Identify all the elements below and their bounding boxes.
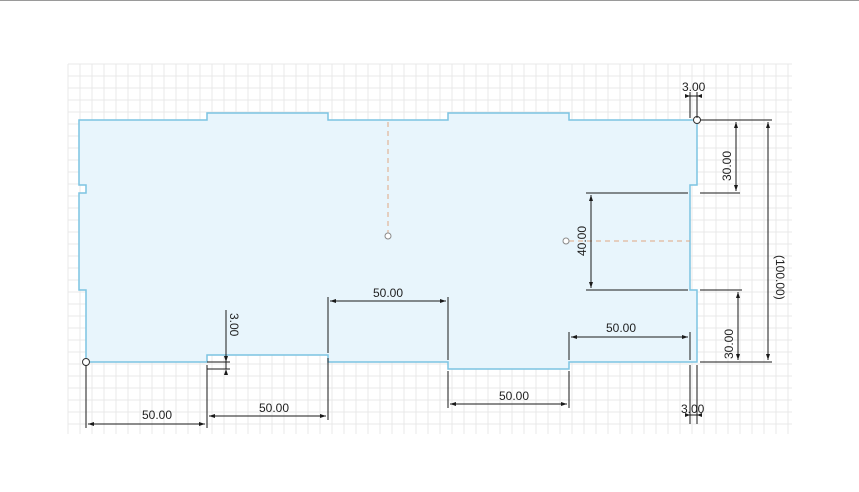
dimension-lines (85, 92, 772, 428)
dim-bottom-right-segment[interactable]: 50.00 (606, 321, 636, 335)
dim-right-top-segment[interactable]: 30.00 (720, 151, 734, 181)
window-top-border (0, 0, 859, 1)
dim-right-slot-height[interactable]: 40.00 (575, 226, 589, 256)
midpoint-marker-top[interactable] (384, 232, 392, 240)
dimension-arrows (88, 94, 770, 426)
sketch-profile[interactable] (78, 112, 698, 370)
dim-bottom-fourth-segment[interactable]: 50.00 (499, 389, 529, 403)
dim-top-tab-width[interactable]: 3.00 (682, 80, 706, 94)
dim-right-bottom-segment[interactable]: 30.00 (722, 329, 736, 359)
dim-bottom-slot-width[interactable]: 50.00 (373, 286, 403, 300)
midpoint-marker-right[interactable] (562, 237, 570, 245)
dim-bottom-second-segment[interactable]: 50.00 (259, 401, 289, 415)
sketch-point-bottom-left[interactable] (82, 358, 90, 366)
dim-overall-height[interactable]: (100.00) (773, 255, 787, 300)
dim-bottom-left-segment[interactable]: 50.00 (142, 408, 172, 422)
dim-left-tab-depth[interactable]: 3.00 (227, 313, 241, 337)
dim-bottom-tab-width[interactable]: 3.00 (681, 402, 705, 416)
